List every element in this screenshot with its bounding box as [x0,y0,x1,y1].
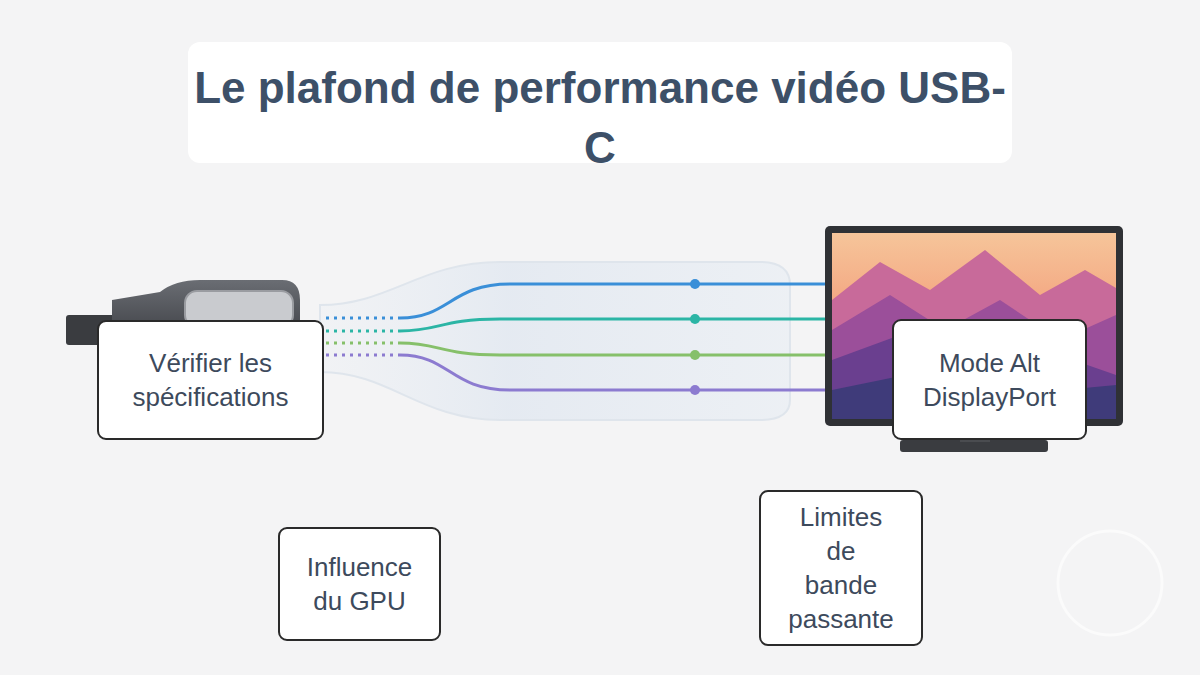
diagram-title: Le plafond de performance vidéo USB-C [190,58,1010,178]
label-box: Limites de bande passante [759,490,923,646]
box-label: Vérifier les spécifications [132,346,288,414]
box-label: Mode Alt DisplayPort [923,346,1056,414]
box-label: Limites de bande passante [788,500,894,636]
box-label: Influence du GPU [307,550,413,618]
label-box: Influence du GPU [278,527,441,641]
label-box: Mode Alt DisplayPort [892,319,1087,440]
label-box: Vérifier les spécifications [97,320,324,440]
